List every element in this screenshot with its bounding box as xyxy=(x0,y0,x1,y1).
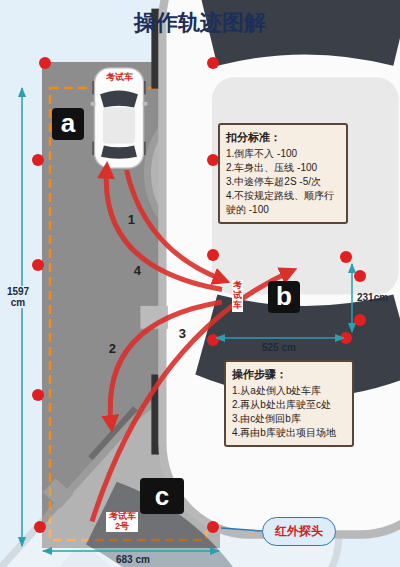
panel-heading: 扣分标准： xyxy=(226,130,340,145)
car-node: a考试车 xyxy=(88,66,150,170)
rule-item: 2.车身出、压线 -100 xyxy=(226,161,340,175)
callout-text: 红外探头 xyxy=(275,523,323,540)
car-letter: a xyxy=(52,108,84,140)
dimension-label: 231cm xyxy=(357,292,388,303)
step-item: 1.从a处倒入b处车库 xyxy=(232,384,346,398)
dimension-label: 683 cm xyxy=(116,554,150,565)
step-number: 1 xyxy=(128,212,135,227)
panel-heading: 操作步骤： xyxy=(232,367,346,382)
car-a xyxy=(91,68,148,168)
car-letter: c xyxy=(140,478,184,514)
car-node: c考试车 2号 xyxy=(92,424,156,546)
route-arrow xyxy=(106,170,222,290)
car-node: b 考试车 xyxy=(222,272,334,322)
dimension-lines xyxy=(22,88,352,551)
car-c xyxy=(140,0,400,535)
step-number: 4 xyxy=(134,263,141,278)
rule-item: 4.不按规定路线、顺序行驶的 -100 xyxy=(226,189,340,217)
infrared-probes xyxy=(32,57,366,533)
step-number: 2 xyxy=(109,341,116,356)
route-arrow xyxy=(110,302,222,424)
score-panel: 扣分标准： 1.倒库不入 -1002.车身出、压线 -1003.中途停车超2S -… xyxy=(218,123,348,224)
car-letter: b xyxy=(268,281,300,313)
probe-leader xyxy=(221,528,262,531)
car-sign: 考试车 2号 xyxy=(106,512,138,532)
step-number: 3 xyxy=(179,326,186,341)
car-sign: 考试车 xyxy=(100,73,138,83)
diagram-title: 操作轨迹图解 xyxy=(0,8,400,38)
step-item: 3.由c处倒回b库 xyxy=(232,412,346,426)
dimension-label: 525 cm xyxy=(262,342,296,353)
probe-callout: 红外探头 xyxy=(262,517,336,546)
step-item: 4.再由b库驶出项目场地 xyxy=(232,426,346,440)
rule-item: 1.倒库不入 -100 xyxy=(226,147,340,161)
step-item: 2.再从b处出库驶至c处 xyxy=(232,398,346,412)
rule-item: 3.中途停车超2S -5/次 xyxy=(226,175,340,189)
car-sign: 考试车 xyxy=(232,280,243,312)
dimension-label: 1597 cm xyxy=(3,286,33,308)
route-arrow xyxy=(126,170,222,280)
steps-panel: 操作步骤： 1.从a处倒入b处车库2.再从b处出库驶至c处3.由c处倒回b库4.再… xyxy=(224,360,354,447)
